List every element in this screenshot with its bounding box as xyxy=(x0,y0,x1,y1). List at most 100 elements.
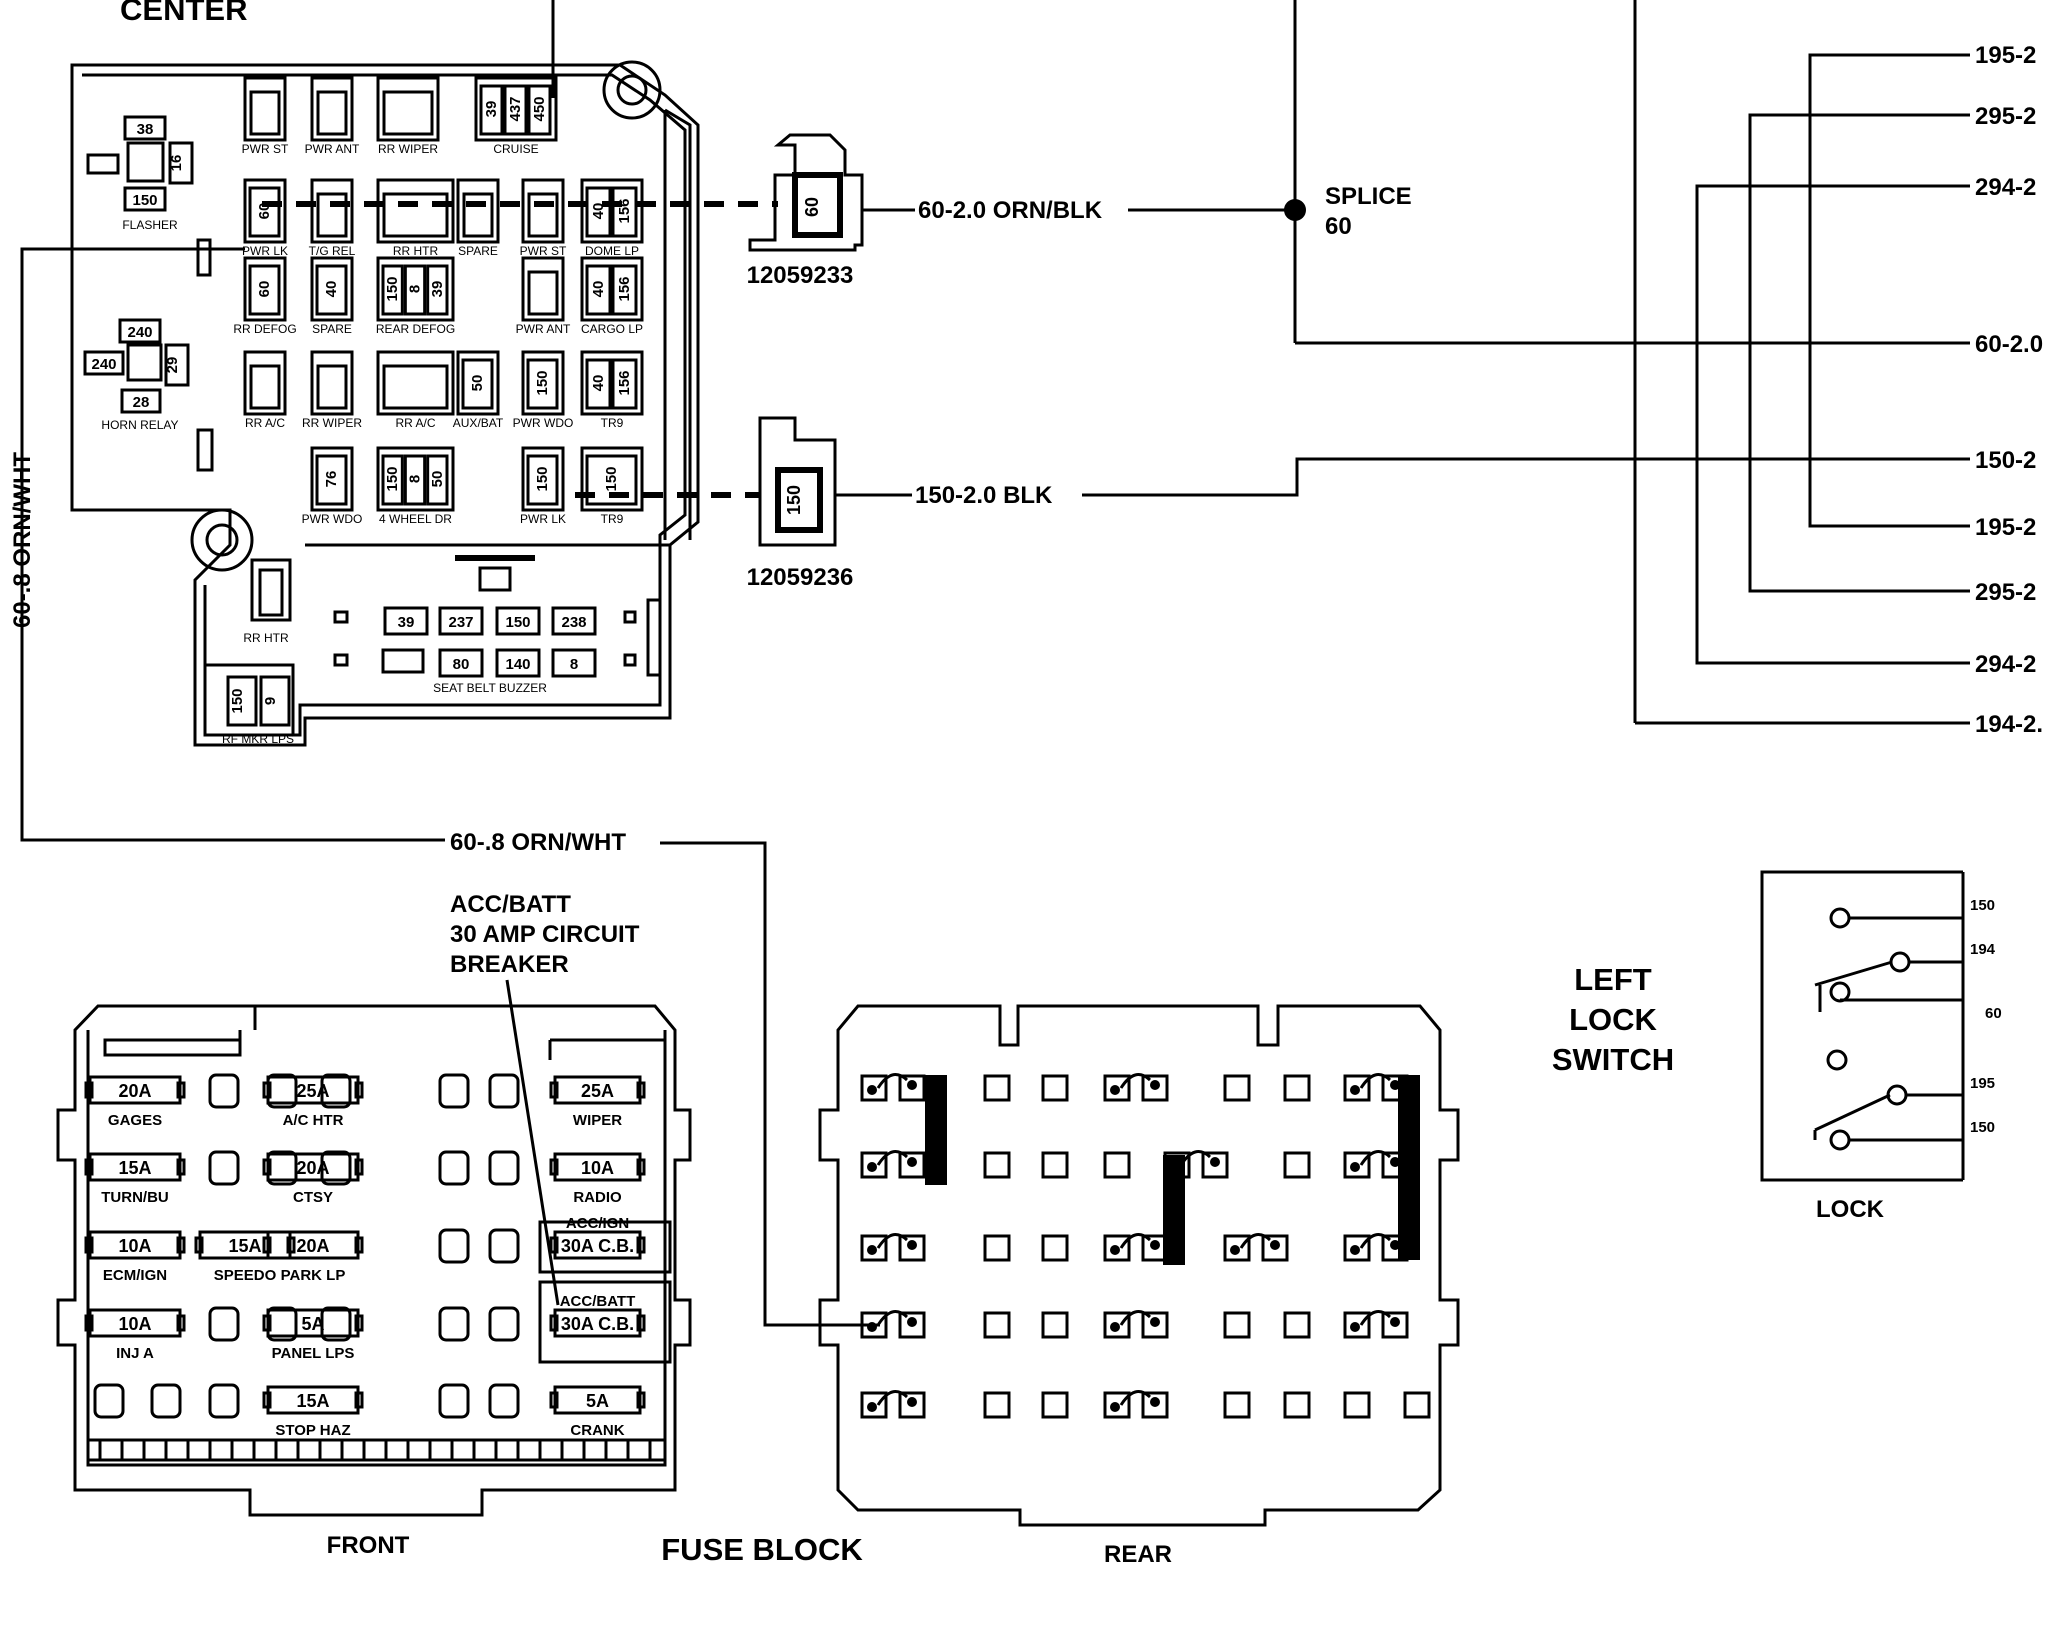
terminal-dot xyxy=(1350,1085,1360,1095)
fuse-block-rear: REAR xyxy=(818,1004,1460,1568)
relay-frame xyxy=(376,446,455,512)
relay-frame xyxy=(474,76,558,142)
relay-frame xyxy=(310,256,354,322)
svg-text:SWITCH: SWITCH xyxy=(1552,1042,1674,1077)
svg-text:150: 150 xyxy=(132,192,157,209)
fuse-tab xyxy=(549,1236,559,1254)
relay-pin-number: 150 xyxy=(384,276,401,301)
relay-slot-label: DOME LP xyxy=(585,244,639,258)
rear-terminal xyxy=(1041,1234,1069,1262)
rr-htr-relay: RR HTR xyxy=(243,558,292,645)
splice-label-1: SPLICE xyxy=(1325,183,1412,210)
buzzer-pin-number: 8 xyxy=(570,656,578,673)
fuse-tab xyxy=(176,1314,186,1332)
rf-mkr-lps: 150 9 RF MKR LPS xyxy=(203,663,295,746)
svg-text:9: 9 xyxy=(262,697,279,705)
center-title: CENTER xyxy=(120,0,247,27)
relay-pin-number: 437 xyxy=(507,96,524,121)
rear-terminal xyxy=(983,1391,1011,1419)
terminal-dot xyxy=(867,1085,877,1095)
relay-slot: PWR ANT xyxy=(305,76,360,156)
fuse-amp: 10A xyxy=(581,1158,614,1178)
fuse-tab xyxy=(354,1236,364,1254)
terminal-jumper xyxy=(1119,1073,1152,1089)
rear-terminal xyxy=(1041,1311,1069,1339)
relay-body xyxy=(316,364,348,410)
relay-slot: PWR ST xyxy=(242,76,289,156)
rear-terminal-wired xyxy=(1103,1074,1131,1102)
relay-frame xyxy=(521,178,565,244)
relay-pin-box xyxy=(381,454,404,506)
relay-slot: SPARE xyxy=(456,178,500,258)
fuse-amp: 25A xyxy=(581,1081,614,1101)
relay-frame xyxy=(580,446,644,512)
terminal-jumper xyxy=(876,1390,909,1406)
fuse-amp: 15A xyxy=(296,1391,329,1411)
rear-terminal-wired xyxy=(1141,1074,1169,1102)
relay-frame xyxy=(310,178,354,244)
splice-label-2: 60 xyxy=(1325,213,1352,240)
rear-terminal xyxy=(1223,1311,1251,1339)
rear-terminal xyxy=(1041,1151,1069,1179)
rear-terminal xyxy=(983,1234,1011,1262)
fuse-name: PANEL LPS xyxy=(272,1345,355,1362)
terminal-dot xyxy=(907,1080,917,1090)
fuse-body xyxy=(88,1230,182,1260)
svg-text:RF MKR LPS: RF MKR LPS xyxy=(222,732,294,746)
connector-12059236: 150 12059236 xyxy=(747,416,853,591)
relay-pin-box xyxy=(248,186,281,238)
svg-text:195-2: 195-2 xyxy=(1975,42,2036,69)
fuse-name: WIPER xyxy=(573,1112,622,1129)
fuse-name: STOP HAZ xyxy=(275,1422,350,1439)
fuse-amp: 20A xyxy=(296,1236,329,1256)
buzzer-pin-number: 237 xyxy=(448,614,473,631)
fuse-tab xyxy=(262,1236,272,1254)
fuse-slot-empty xyxy=(488,1383,520,1419)
fuse-tab xyxy=(84,1081,94,1099)
relay-pin-box xyxy=(315,264,348,316)
relay-pin-box xyxy=(403,454,427,506)
relay-slot: RR WIPER xyxy=(376,76,440,156)
svg-text:ACC/BATT: ACC/BATT xyxy=(450,891,571,918)
terminal-dot xyxy=(1350,1322,1360,1332)
fuse-slot-empty xyxy=(488,1073,520,1109)
fuse-tab xyxy=(549,1081,559,1099)
relay-pin-box xyxy=(381,264,404,316)
fuse-tab xyxy=(354,1081,364,1099)
buzzer-pin-box xyxy=(438,606,484,636)
terminal-dot xyxy=(867,1245,877,1255)
svg-text:LOCK: LOCK xyxy=(1816,1196,1885,1223)
relay-body xyxy=(382,192,449,238)
relay-center: CENTER xyxy=(70,0,700,747)
relay-pin-number: 39 xyxy=(483,101,500,118)
terminal-jumper xyxy=(1119,1310,1152,1326)
relay-slot-label: SPARE xyxy=(458,244,498,258)
rear-terminal-wired xyxy=(898,1311,926,1339)
fuse-slot-empty xyxy=(266,1306,298,1342)
front-label: FRONT xyxy=(327,1532,410,1559)
relay-240: 240 240 xyxy=(83,318,162,376)
relay-pin-number: 39 xyxy=(429,281,446,298)
relay-pin-box xyxy=(527,84,552,136)
buzzer-pin-number: 140 xyxy=(505,656,530,673)
svg-text:RR HTR: RR HTR xyxy=(243,631,289,645)
rear-terminal-wired xyxy=(898,1151,926,1179)
terminal-dot xyxy=(1150,1317,1160,1327)
relay-pin-box xyxy=(403,264,427,316)
fuse-name: ACC/BATT xyxy=(560,1293,636,1310)
fuse-name: SPEEDO xyxy=(214,1267,277,1284)
relay-pin-number: 156 xyxy=(616,276,633,301)
buzzer-pin-number: 238 xyxy=(561,614,586,631)
relay-38: 38 xyxy=(123,115,167,141)
relay-body xyxy=(527,270,559,316)
relay-pin-box xyxy=(585,358,612,410)
fuse-tab xyxy=(549,1314,559,1332)
relay-pin-box xyxy=(611,358,638,410)
